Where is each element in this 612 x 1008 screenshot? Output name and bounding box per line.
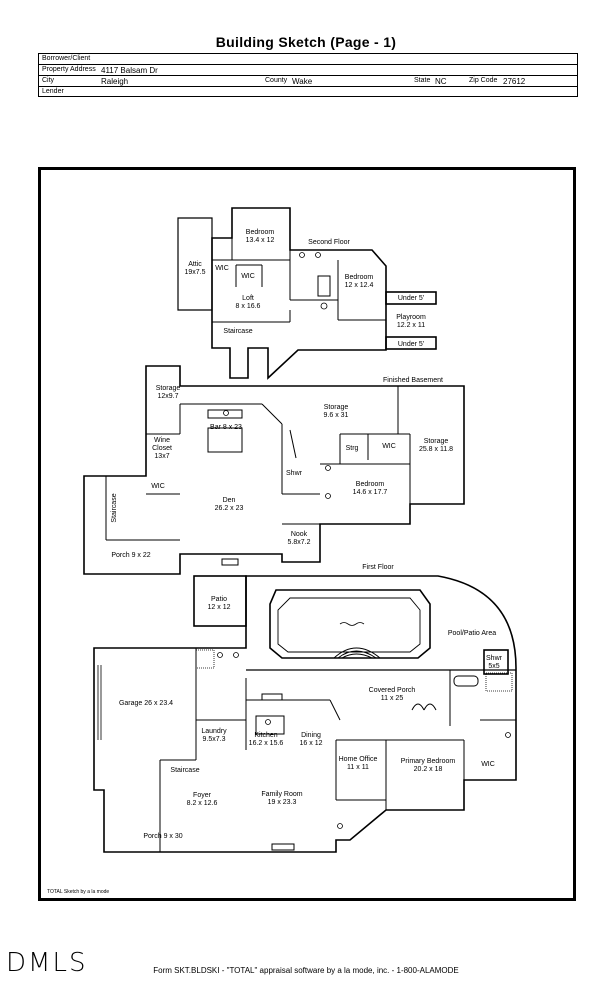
room-label-under5-a: Under 5': [398, 295, 424, 302]
address-row: Property Address 4117 Balsam Dr: [39, 65, 577, 76]
borrower-label: Borrower/Client: [42, 55, 91, 62]
state-value: NC: [435, 77, 447, 86]
city-label: City: [42, 77, 55, 84]
page-title: Building Sketch (Page - 1): [215, 34, 397, 50]
room-label-strg: Strg: [346, 445, 359, 452]
sketch-frame: [38, 167, 576, 901]
form-footer-text: Form SKT.BLDSKI - "TOTAL" appraisal soft…: [153, 966, 459, 975]
borrower-row: Borrower/Client: [39, 54, 577, 65]
room-label-staircase-b: Staircase: [111, 493, 118, 522]
zip-value: 27612: [503, 77, 526, 86]
room-label-wic-a: WIC: [215, 265, 229, 272]
room-label-wic-e: WIC: [481, 761, 495, 768]
state-label: State: [414, 77, 431, 84]
city-row: City Raleigh County Wake State NC Zip Co…: [39, 76, 577, 87]
room-label-garage: Garage 26 x 23.4: [119, 700, 173, 707]
first-floor-plan: [93, 575, 517, 853]
county-value: Wake: [292, 77, 313, 86]
zip-label: Zip Code: [469, 77, 498, 84]
room-label-wic-c: WIC: [382, 443, 396, 450]
room-label-wic-b: WIC: [241, 273, 255, 280]
lender-label: Lender: [42, 88, 64, 95]
floor-label-second: Second Floor: [308, 239, 350, 246]
address-value: 4117 Balsam Dr: [101, 66, 158, 75]
address-label: Property Address: [42, 66, 96, 73]
room-label-staircase-2: Staircase: [223, 328, 252, 335]
room-label-pool: Pool/Patio Area: [448, 630, 496, 637]
room-label-bar: Bar 8 x 23: [210, 424, 242, 431]
basement-plan: [83, 365, 465, 575]
lender-row: Lender: [39, 87, 577, 98]
second-floor-plan: [177, 207, 437, 380]
room-label-wic-d: WIC: [151, 483, 165, 490]
floor-label-first: First Floor: [362, 564, 394, 571]
property-info-table: Borrower/Client Property Address 4117 Ba…: [38, 53, 578, 97]
city-value: Raleigh: [101, 77, 129, 86]
dmls-logo: DMLS: [6, 948, 88, 978]
software-credit: TOTAL Sketch by a la mode: [47, 889, 110, 895]
floor-label-basement: Finished Basement: [383, 377, 443, 384]
room-label-porch-b: Porch 9 x 30: [143, 833, 182, 840]
room-label-staircase-1: Staircase: [170, 767, 199, 774]
county-label: County: [265, 77, 288, 84]
room-label-under5-b: Under 5': [398, 341, 424, 348]
room-label-porch-a: Porch 9 x 22: [111, 552, 150, 559]
room-label-shwr-a: Shwr: [286, 470, 303, 477]
